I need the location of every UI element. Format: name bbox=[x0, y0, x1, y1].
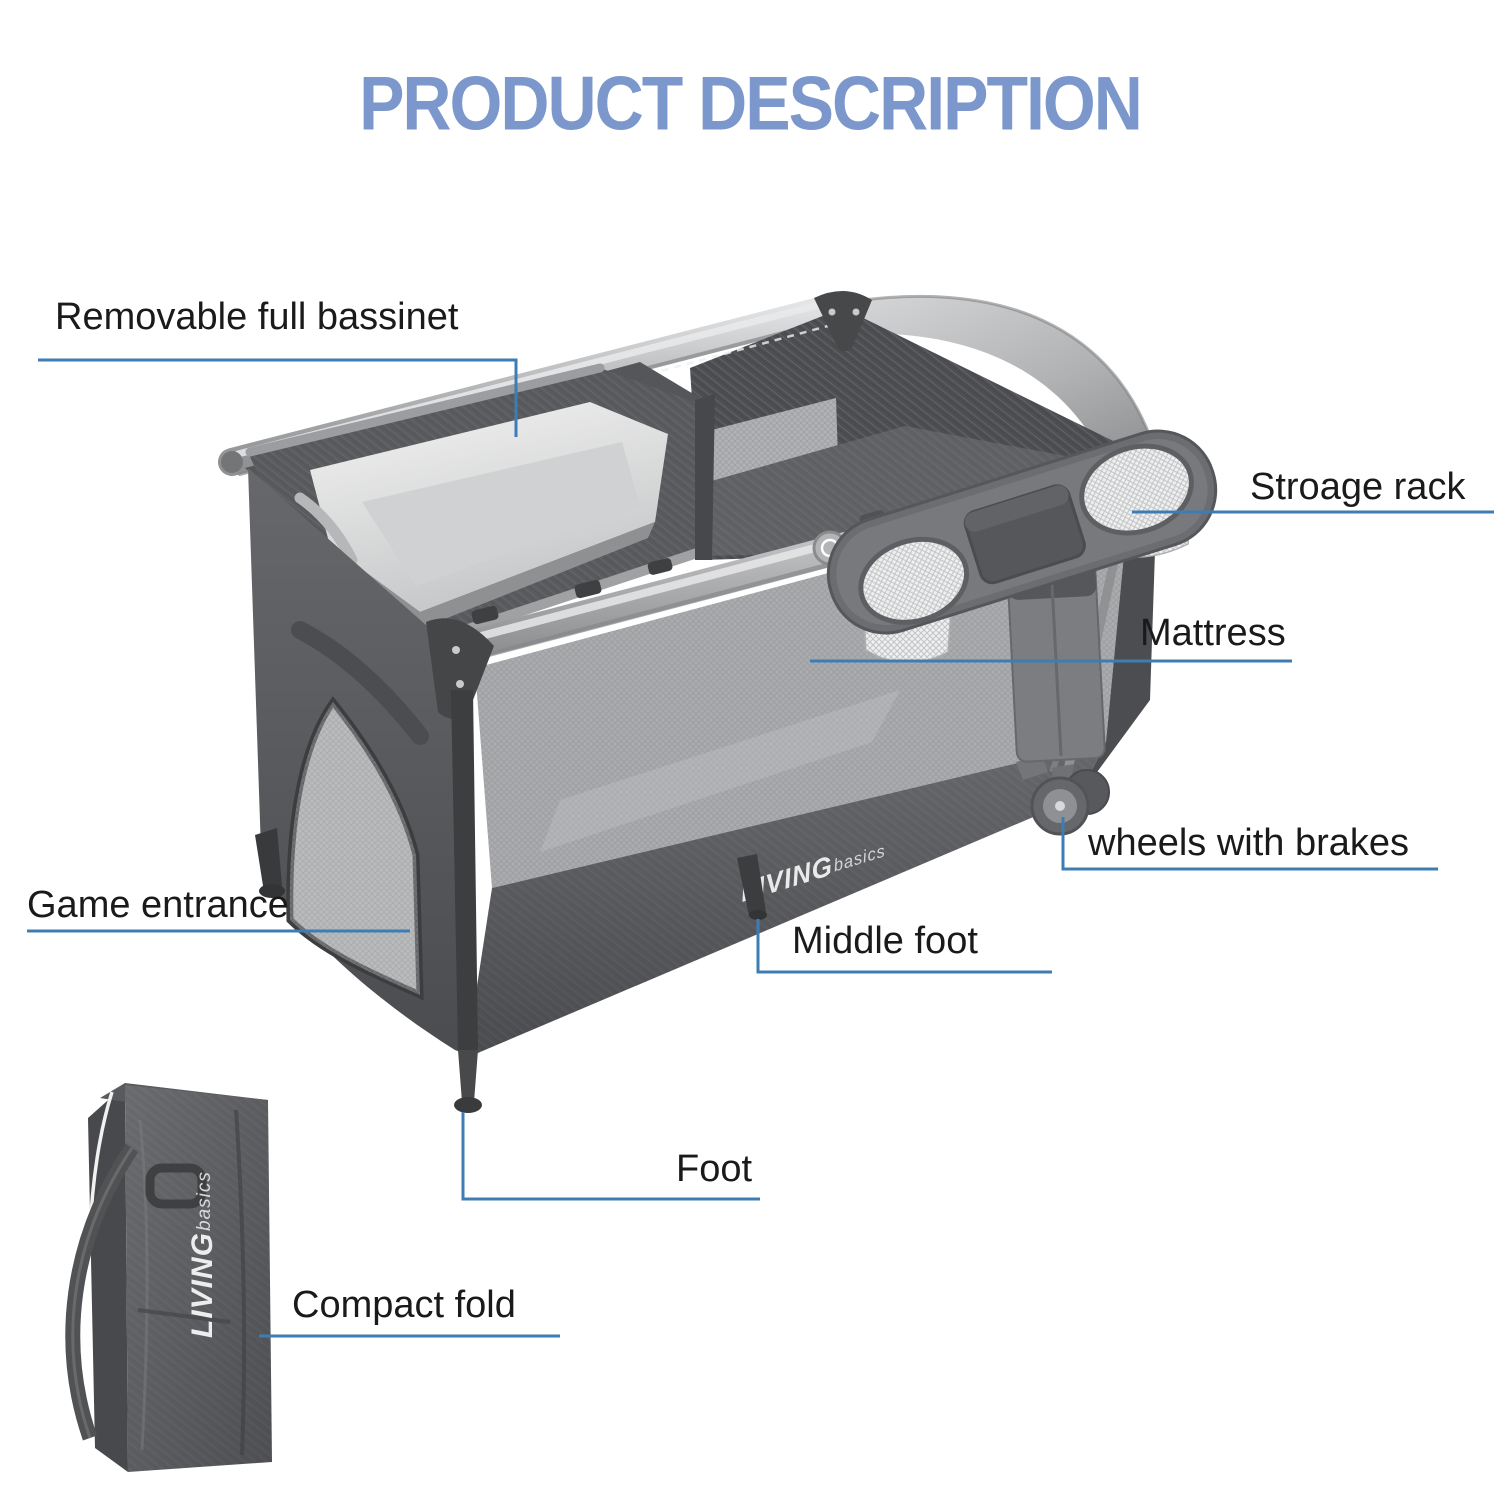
carry-bag: LIVINGbasics bbox=[65, 1083, 272, 1472]
left-end-panel bbox=[248, 468, 468, 1055]
cup-holder-left bbox=[858, 536, 970, 625]
bag-handle bbox=[145, 1163, 207, 1209]
middle-foot bbox=[737, 854, 766, 916]
bassinet-divider bbox=[695, 394, 715, 560]
callout-label-compact-fold: Compact fold bbox=[292, 1284, 516, 1326]
front-foot bbox=[454, 1097, 482, 1113]
callout-label-foot: Foot bbox=[676, 1148, 753, 1190]
callout-label-game-entrance: Game entrance bbox=[27, 884, 289, 926]
callout-label-storage-rack: Stroage rack bbox=[1250, 466, 1466, 508]
callout-label-mattress: Mattress bbox=[1140, 612, 1286, 654]
callout-line-middle-foot bbox=[756, 919, 1052, 974]
back-curved-rail bbox=[842, 294, 1160, 500]
bag-brand-logo: LIVINGbasics bbox=[186, 1171, 219, 1338]
rack-tray bbox=[826, 429, 1218, 635]
callout-label-wheels: wheels with brakes bbox=[1088, 822, 1410, 864]
callout-line-bassinet bbox=[38, 358, 518, 437]
left-leg bbox=[255, 828, 282, 892]
front-left-leg bbox=[451, 690, 482, 1113]
left-foot bbox=[259, 884, 285, 898]
callout-line-foot bbox=[461, 1112, 760, 1201]
callout-line-wheels bbox=[1061, 817, 1438, 871]
callout-lines bbox=[27, 358, 1494, 1338]
caster-wheels bbox=[1016, 754, 1110, 836]
callout-label-bassinet: Removable full bassinet bbox=[55, 296, 459, 338]
page-title: PRODUCT DESCRIPTION bbox=[359, 61, 1143, 147]
callout-label-middle-foot: Middle foot bbox=[792, 920, 978, 962]
